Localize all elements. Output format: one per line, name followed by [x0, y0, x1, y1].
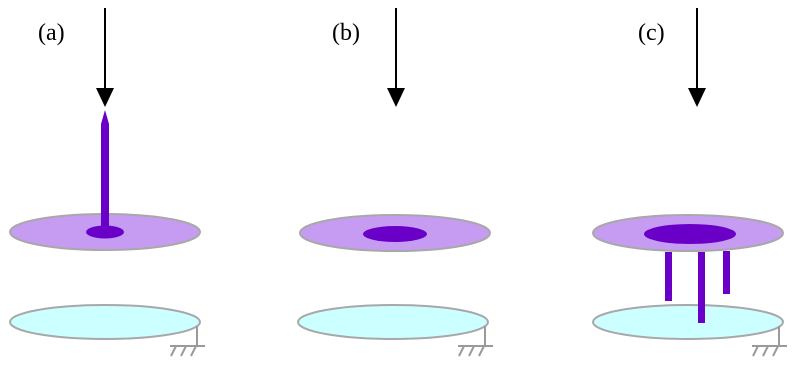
- streamer: [101, 110, 109, 226]
- panel-label-c: (c): [638, 20, 665, 46]
- charge-spot: [363, 226, 427, 242]
- streamer-middle-front: [698, 300, 705, 323]
- lower-disk: [297, 304, 489, 340]
- charge-spot: [644, 224, 736, 244]
- panel-a: (a): [9, 8, 205, 357]
- panel-b: (b): [297, 8, 493, 357]
- charge-spot: [86, 225, 124, 239]
- streamer-middle: [698, 252, 705, 323]
- lower-disk: [9, 304, 201, 340]
- panel-label-b: (b): [332, 20, 360, 46]
- panel-c: (c): [592, 8, 787, 357]
- lower-disk: [592, 304, 784, 340]
- panel-label-a: (a): [38, 20, 65, 46]
- streamer-left: [665, 252, 672, 301]
- arrow-down-icon: [688, 8, 706, 107]
- arrow-down-icon: [96, 8, 114, 107]
- ground-icon: [752, 326, 787, 357]
- arrow-down-icon: [387, 8, 405, 107]
- ground-icon: [170, 326, 205, 357]
- streamer-right: [723, 251, 730, 294]
- ground-icon: [458, 326, 493, 357]
